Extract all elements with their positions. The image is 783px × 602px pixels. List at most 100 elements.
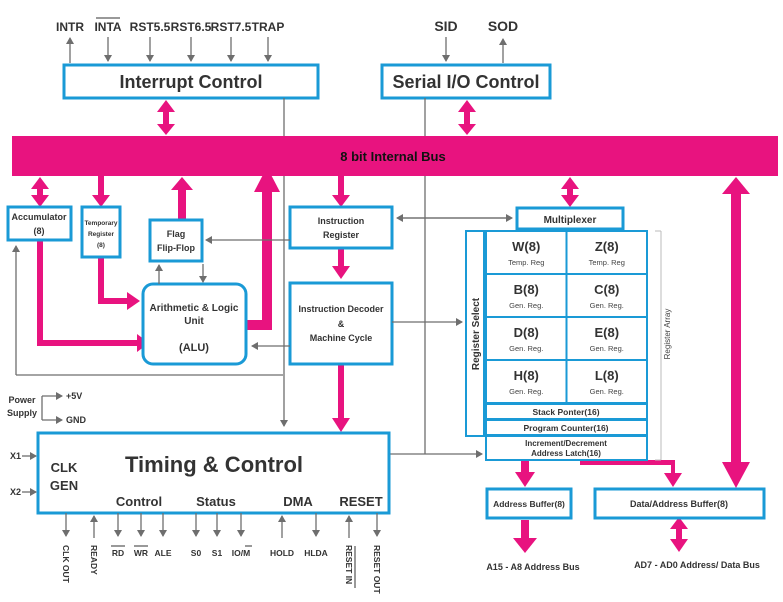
decoder-line2: & xyxy=(338,319,345,329)
pin-rst65: RST6.5 xyxy=(171,20,212,34)
timing-pin-label: WR xyxy=(134,548,148,558)
group-control: Control xyxy=(116,494,162,509)
temp-register-size: (8) xyxy=(97,242,105,249)
timing-pin-label: ALE xyxy=(155,548,172,558)
power-supply: Power Supply +5V GND xyxy=(7,391,87,425)
timing-pin-label: RESET OUT xyxy=(372,545,382,594)
power-plus5v: +5V xyxy=(66,391,82,401)
address-buffer-label: Address Buffer(8) xyxy=(493,499,565,509)
timing-pin: S1 xyxy=(212,513,223,558)
timing-pin-label: S1 xyxy=(212,548,223,558)
timing-title: Timing & Control xyxy=(125,452,303,477)
register-cell-type: Temp. Reg xyxy=(589,258,625,267)
group-status: Status xyxy=(196,494,236,509)
interrupt-pins: INTR INTA RST5.5 RST6.5 RST7.5 TRAP xyxy=(56,17,284,63)
register-cell-type: Temp. Reg xyxy=(508,258,544,267)
timing-pin: HLDA xyxy=(304,513,328,558)
register-cell-name: E(8) xyxy=(594,325,619,340)
timing-pin: RESET IN xyxy=(344,515,356,588)
decoder-line3: Machine Cycle xyxy=(310,333,373,343)
timing-pin-label: CLK OUT xyxy=(61,545,71,584)
control-wires xyxy=(12,98,513,458)
alu: Arithmetic & Logic Unit (ALU) xyxy=(141,282,248,366)
register-cell-type: Gen. Reg. xyxy=(590,344,624,353)
timing-pin-label: HLDA xyxy=(304,548,328,558)
decoder-line1: Instruction Decoder xyxy=(298,304,384,314)
ir-line2: Register xyxy=(323,230,360,240)
flag-line1: Flag xyxy=(167,229,186,239)
register-cell-name: L(8) xyxy=(595,368,619,383)
bus-connections xyxy=(31,100,750,553)
timing-pin-label: HOLD xyxy=(270,548,294,558)
flag-line2: Flip-Flop xyxy=(157,243,195,253)
pin-rst55: RST5.5 xyxy=(130,20,171,34)
interrupt-control: Interrupt Control xyxy=(62,63,320,100)
temporary-register: Temporary Register (8) xyxy=(80,205,122,259)
multiplexer: Multiplexer xyxy=(515,206,625,231)
register-cell-name: D(8) xyxy=(514,325,539,340)
pin-x1: X1 xyxy=(10,451,21,461)
pin-rst75: RST7.5 xyxy=(211,20,252,34)
ir-line1: Instruction xyxy=(318,216,365,226)
timing-pin-label: S0 xyxy=(191,548,202,558)
power-label-1: Power xyxy=(8,395,36,405)
data-buffer-label: Data/Address Buffer(8) xyxy=(630,499,728,509)
serial-io-control: Serial I/O Control SID SOD xyxy=(380,18,552,100)
register-cell-type: Gen. Reg. xyxy=(590,387,624,396)
data-bus-label: AD7 - AD0 Address/ Data Bus xyxy=(634,560,760,570)
register-cell-name: W(8) xyxy=(512,239,540,254)
timing-bottom-pins: CLK OUT READY RD WR ALE S0 S1 IO/M HOLD HLDA RESET… xyxy=(61,513,382,594)
register-cell-type: Gen. Reg. xyxy=(509,301,543,310)
timing-pin-label: IO/M xyxy=(232,548,250,558)
register-cell: H(8)Gen. Reg. xyxy=(485,359,568,404)
timing-pin: IO/M xyxy=(232,513,252,558)
alu-line2: Unit xyxy=(184,316,204,327)
group-reset: RESET xyxy=(339,494,382,509)
timing-control: Timing & Control CLK GEN Control Status … xyxy=(10,431,391,515)
serial-io-title: Serial I/O Control xyxy=(392,72,539,92)
program-counter: Program Counter(16) xyxy=(523,423,608,433)
timing-pin-label: RESET IN xyxy=(344,545,354,584)
alu-line3: (ALU) xyxy=(179,342,209,354)
power-label-2: Supply xyxy=(7,408,37,418)
register-cell: C(8)Gen. Reg. xyxy=(565,273,648,318)
instruction-register: Instruction Register xyxy=(288,205,394,250)
accumulator: Accumulator (8) xyxy=(6,205,73,242)
multiplexer-label: Multiplexer xyxy=(544,215,597,226)
internal-bus: 8 bit Internal Bus xyxy=(12,136,778,176)
clk-line1: CLK xyxy=(51,460,78,475)
timing-pin: CLK OUT xyxy=(61,513,71,584)
flag-flip-flop: Flag Flip-Flop xyxy=(148,218,204,263)
timing-pin: HOLD xyxy=(270,515,294,558)
register-cell: L(8) Gen. Reg. xyxy=(565,359,648,404)
latch-line1: Increment/Decrement xyxy=(525,439,607,448)
register-cell: W(8) Temp. Reg xyxy=(485,230,568,275)
instruction-decoder: Instruction Decoder & Machine Cycle xyxy=(288,281,394,366)
register-cell-name: B(8) xyxy=(514,282,539,297)
register-cell-name: H(8) xyxy=(514,368,539,383)
latch-line2: Address Latch(16) xyxy=(531,449,601,458)
data-address-buffer: Data/Address Buffer(8) AD7 - AD0 Address… xyxy=(593,487,766,570)
timing-pin-label: READY xyxy=(89,545,99,575)
accumulator-label: Accumulator xyxy=(11,212,67,222)
register-cell: E(8) Gen. Reg. xyxy=(565,316,648,361)
register-cell-type: Gen. Reg. xyxy=(590,301,624,310)
timing-pin-label: RD xyxy=(112,548,124,558)
register-cell: D(8) Gen. Reg. xyxy=(485,316,568,361)
stack-pointer: Stack Ponter(16) xyxy=(532,407,599,417)
pin-x2: X2 xyxy=(10,487,21,497)
timing-pin: WR xyxy=(134,513,148,558)
address-buffer: Address Buffer(8) A15 - A8 Address Bus xyxy=(485,487,580,572)
temp-register-line2: Register xyxy=(88,231,114,238)
alu-line1: Arithmetic & Logic xyxy=(150,303,239,314)
register-cell: Z(8)Temp. Reg xyxy=(565,230,648,275)
register-cell: B(8) Gen. Reg. xyxy=(485,273,568,318)
interrupt-control-title: Interrupt Control xyxy=(120,72,263,92)
register-cell-type: Gen. Reg. xyxy=(509,344,543,353)
register-select: Register Select xyxy=(465,230,485,437)
timing-pin: RESET OUT xyxy=(372,513,382,594)
pin-sod: SOD xyxy=(488,18,518,34)
pin-sid: SID xyxy=(434,18,457,34)
